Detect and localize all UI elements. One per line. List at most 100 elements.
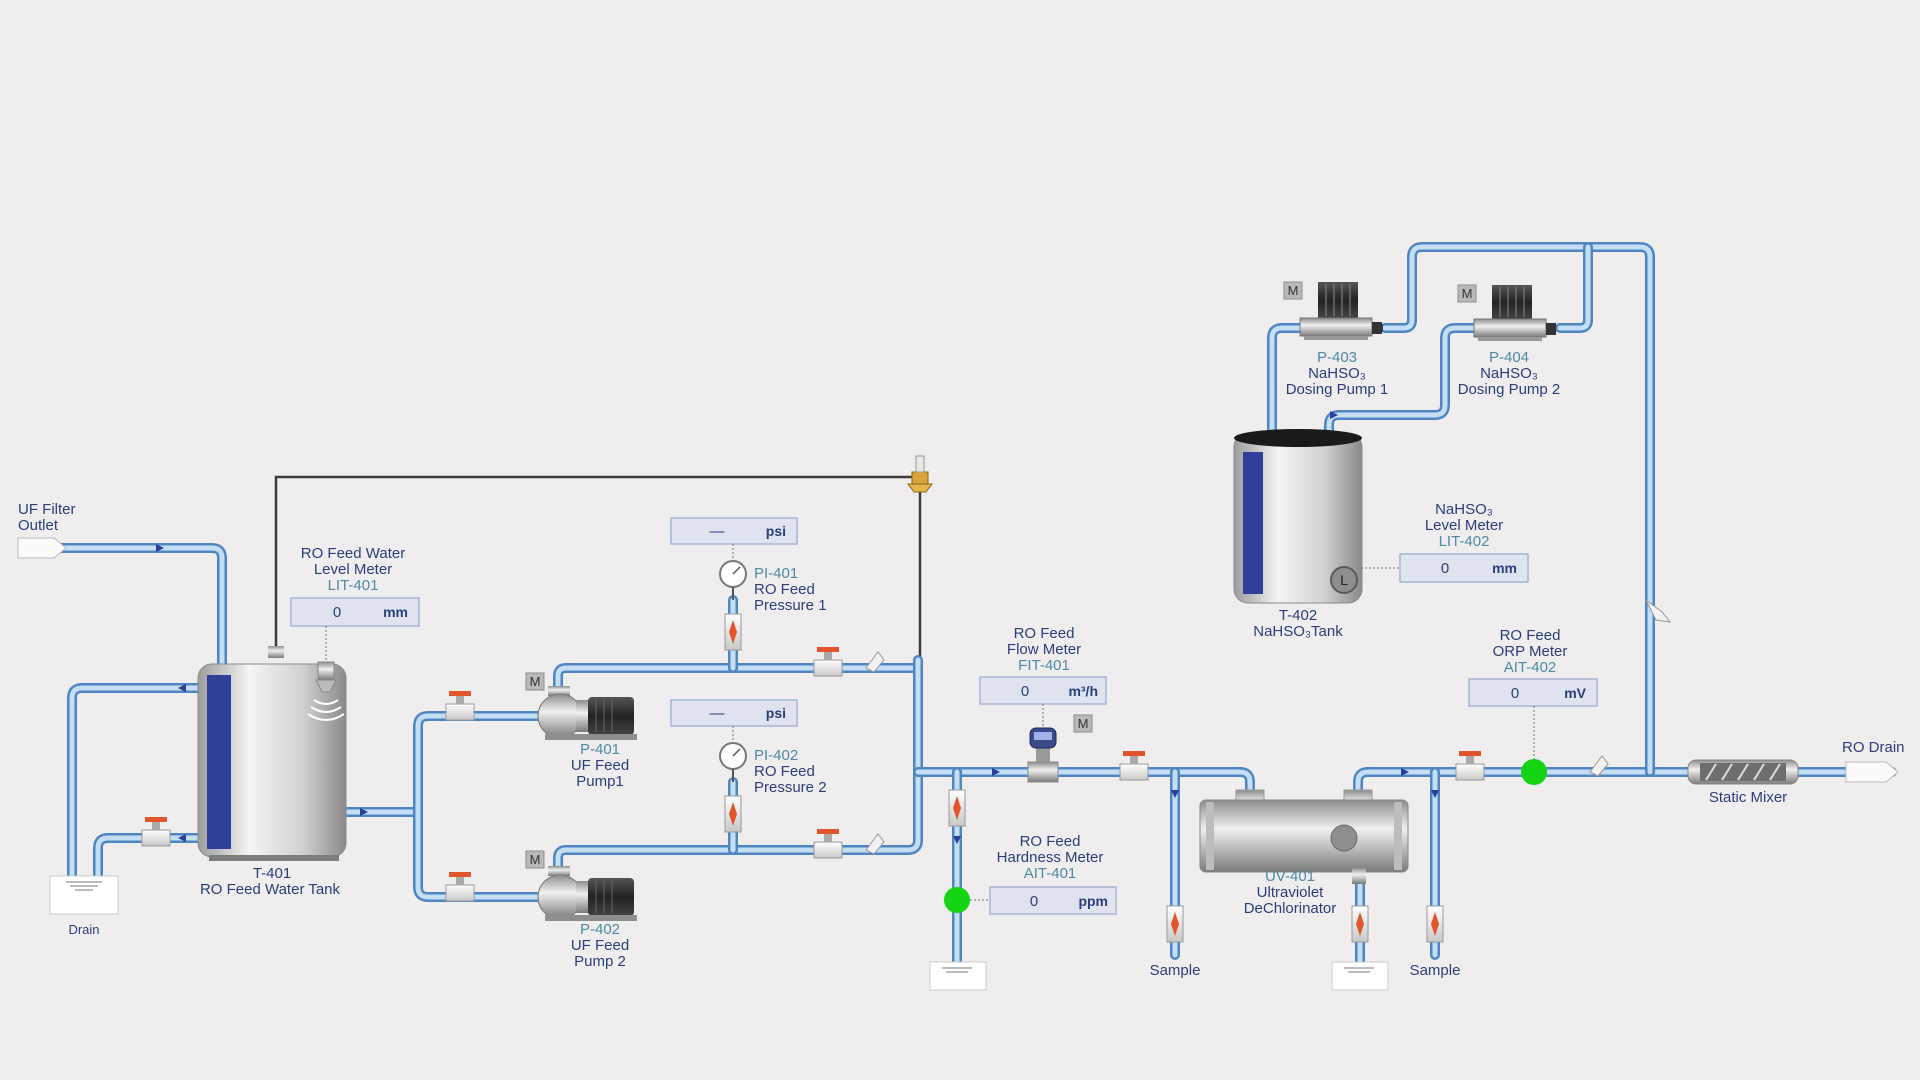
pump-p403-tag: P-403 xyxy=(1317,349,1357,366)
static-mixer[interactable] xyxy=(1687,759,1799,785)
ait401-value: 0 xyxy=(1030,893,1038,910)
pump-p403-name-2: Dosing Pump 1 xyxy=(1286,381,1389,398)
uv401-tag: UV-401 xyxy=(1265,868,1315,885)
lit402-value: 0 xyxy=(1441,560,1449,577)
pump-p402[interactable] xyxy=(537,866,637,921)
svg-text:M: M xyxy=(1078,716,1089,731)
pump-p402-name-2: Pump 2 xyxy=(574,953,626,970)
valve-pi402-isolation xyxy=(724,795,742,833)
drain-basin-uv xyxy=(1331,961,1389,991)
tank-t401-tag: T-401 xyxy=(253,865,291,882)
pump-p401-tag: P-401 xyxy=(580,741,620,758)
lit401-label-2: Level Meter xyxy=(314,561,392,578)
lit401-unit: mm xyxy=(383,604,408,620)
pi401-unit: psi xyxy=(766,523,786,539)
valve-uv-drain xyxy=(1351,905,1369,943)
ait402-label-2: ORP Meter xyxy=(1493,643,1568,660)
pi402-unit: psi xyxy=(766,705,786,721)
ait402-readout[interactable]: 0 mV xyxy=(1468,678,1598,707)
drain-basin-left xyxy=(49,875,119,915)
tank-t401[interactable] xyxy=(197,646,347,861)
pi402-value: — xyxy=(710,705,725,722)
lit401-readout[interactable]: 0 mm xyxy=(290,597,420,627)
valve-hv2 xyxy=(445,691,475,721)
pi402-label-1: RO Feed xyxy=(754,763,815,780)
pi401-label-2: Pressure 1 xyxy=(754,597,827,614)
control-signal-line xyxy=(274,475,922,670)
lit401-tag: LIT-401 xyxy=(328,577,379,594)
lit401-label-1: RO Feed Water xyxy=(301,545,405,562)
valve-hv6 xyxy=(1119,751,1149,781)
ait402-tag: AIT-402 xyxy=(1504,659,1557,676)
pi402-tag: PI-402 xyxy=(754,747,798,764)
pump-p404-motor-badge: M xyxy=(1457,284,1477,303)
pi402-label-2: Pressure 2 xyxy=(754,779,827,796)
pump-p401-name-2: Pump1 xyxy=(576,773,624,790)
ait401-label-1: RO Feed xyxy=(1020,833,1081,850)
lit401-value: 0 xyxy=(333,604,341,621)
uv401-name-2: DeChlorinator xyxy=(1244,900,1337,917)
ait402-label-1: RO Feed xyxy=(1500,627,1561,644)
valve-sample-1 xyxy=(1166,905,1184,943)
pump-p404-tag: P-404 xyxy=(1489,349,1529,366)
pressure-gauge-pi402 xyxy=(719,742,747,782)
ro-drain-label: RO Drain xyxy=(1842,739,1905,756)
ait401-status-indicator xyxy=(944,887,970,913)
valve-hv7 xyxy=(1455,751,1485,781)
lit402-tag: LIT-402 xyxy=(1439,533,1490,550)
valve-hv4 xyxy=(813,647,843,677)
pump-p404-name-2: Dosing Pump 2 xyxy=(1458,381,1561,398)
fit401-readout[interactable]: 0 m³/h xyxy=(979,676,1107,705)
uf-filter-outlet-label-2: Outlet xyxy=(18,517,59,534)
control-valve[interactable] xyxy=(907,455,933,493)
tank-t402-name: NaHSO₃Tank xyxy=(1253,623,1343,640)
pump-p401[interactable] xyxy=(537,686,637,740)
pi402-readout[interactable]: — psi xyxy=(670,699,798,727)
sample-1-label: Sample xyxy=(1150,962,1201,979)
lit402-unit: mm xyxy=(1492,560,1517,576)
svg-text:M: M xyxy=(530,674,541,689)
fit401-unit: m³/h xyxy=(1068,683,1098,699)
drain-label: Drain xyxy=(68,922,99,937)
pump-p402-motor-badge: M xyxy=(525,850,545,869)
flow-meter-motor-badge: M xyxy=(1073,714,1093,733)
fit401-label-2: Flow Meter xyxy=(1007,641,1081,658)
pi401-readout[interactable]: — psi xyxy=(670,517,798,545)
pi401-label-1: RO Feed xyxy=(754,581,815,598)
valve-hv3 xyxy=(445,872,475,902)
tank-t402[interactable]: L xyxy=(1233,429,1363,604)
fit401-label-1: RO Feed xyxy=(1014,625,1075,642)
ait401-readout[interactable]: 0 ppm xyxy=(989,886,1117,915)
pump-p403-name-1: NaHSO₃ xyxy=(1308,365,1366,382)
static-mixer-label: Static Mixer xyxy=(1709,789,1787,806)
ait401-label-2: Hardness Meter xyxy=(997,849,1104,866)
uv401-name-1: Ultraviolet xyxy=(1257,884,1325,901)
pi401-tag: PI-401 xyxy=(754,565,798,582)
ait401-tag: AIT-401 xyxy=(1024,865,1077,882)
lit402-label-2: Level Meter xyxy=(1425,517,1503,534)
uf-filter-outlet-terminal xyxy=(17,537,67,559)
fit401-tag: FIT-401 xyxy=(1018,657,1070,674)
ait402-status-indicator xyxy=(1521,759,1547,785)
valve-hv1 xyxy=(141,817,171,847)
pump-p401-name-1: UF Feed xyxy=(571,757,629,774)
tank-t401-name: RO Feed Water Tank xyxy=(200,881,341,898)
sample-2-label: Sample xyxy=(1410,962,1461,979)
svg-text:M: M xyxy=(1288,283,1299,298)
pump-p403[interactable] xyxy=(1299,282,1382,340)
pump-p403-motor-badge: M xyxy=(1283,281,1303,300)
lit402-readout[interactable]: 0 mm xyxy=(1399,553,1529,583)
flow-meter-fit401[interactable] xyxy=(1027,727,1059,783)
valve-sample-2 xyxy=(1426,905,1444,943)
pump-p402-tag: P-402 xyxy=(580,921,620,938)
uv-dechlorinator-uv401[interactable] xyxy=(1199,789,1409,884)
pi401-value: — xyxy=(710,523,725,540)
valve-pi401-isolation xyxy=(724,613,742,651)
check-valves xyxy=(865,599,1672,855)
ro-drain-terminal xyxy=(1845,761,1899,783)
lit402-label-1: NaHSO₃ xyxy=(1435,501,1493,518)
valve-group[interactable] xyxy=(141,613,1485,943)
ait402-value: 0 xyxy=(1511,685,1519,702)
pump-p404[interactable] xyxy=(1473,285,1556,341)
